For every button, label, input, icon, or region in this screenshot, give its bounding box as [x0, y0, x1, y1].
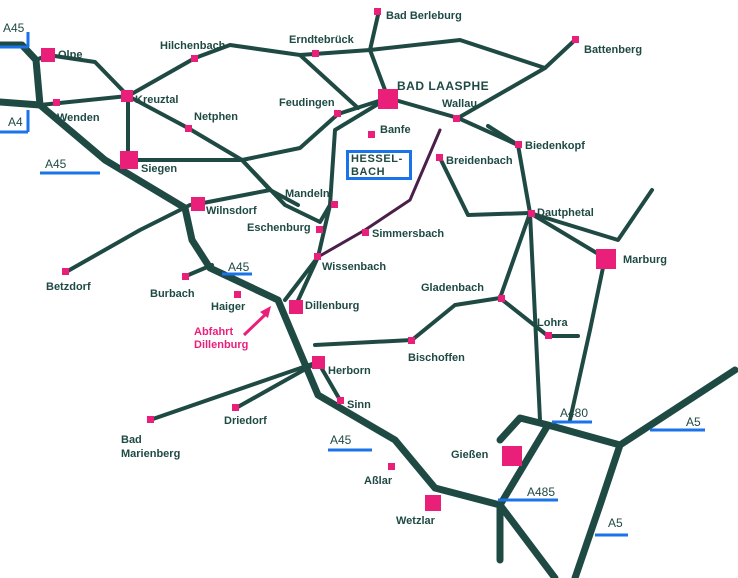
exit-note: Abfahrt Dillenburg	[194, 326, 248, 352]
town-label-breidenbach: Breidenbach	[446, 155, 513, 167]
town-label-hilchenbach: Hilchenbach	[160, 40, 226, 52]
town-label-kreuztal: Kreuztal	[135, 94, 179, 106]
town-label-bad-laasphe: BAD LAASPHE	[397, 79, 490, 93]
town-label-wilnsdorf: Wilnsdorf	[206, 205, 257, 217]
town-label-netphen: Netphen	[194, 111, 238, 123]
town-label-asslar: Aßlar	[364, 475, 393, 487]
hesselbach-line2: BACH	[351, 166, 386, 178]
motorway-label-a5-east: A5	[686, 415, 701, 429]
road-burbach	[184, 263, 214, 278]
town-label-wetzlar: Wetzlar	[396, 515, 435, 527]
town-label-bad-marienberg-line2: Marienberg	[121, 448, 181, 460]
exit-arrow	[242, 306, 271, 337]
road-olpe-kreuztal	[34, 38, 577, 98]
motorway-a480-a485	[496, 366, 738, 578]
town-markers	[41, 8, 616, 511]
town-label-marburg: Marburg	[623, 254, 667, 266]
town-label-mandeln: Mandeln	[285, 188, 330, 200]
town-label-simmersbach: Simmersbach	[372, 228, 445, 240]
road-betzdorf	[64, 203, 192, 274]
motorway-a45	[0, 41, 559, 578]
exit-note-line1: Abfahrt	[194, 326, 234, 338]
motorway-a45-west	[0, 98, 44, 109]
town-label-bad-marienberg-line1: Bad	[121, 434, 142, 446]
town-label-siegen: Siegen	[141, 163, 178, 175]
road-marburg-south	[568, 256, 607, 422]
road-wilnsdorf-mandeln	[196, 158, 300, 207]
town-label-eschenburg: Eschenburg	[247, 222, 311, 234]
motorway-label-a45-haiger: A45	[228, 260, 250, 274]
town-label-dillenburg: Dillenburg	[305, 300, 360, 312]
town-label-olpe: Olpe	[58, 49, 83, 61]
town-label-betzdorf: Betzdorf	[46, 281, 91, 293]
town-label-burbach: Burbach	[150, 288, 195, 300]
town-label-wallau: Wallau	[442, 98, 478, 110]
motorway-label-a45-south: A45	[330, 433, 352, 447]
town-label-wenden: Wenden	[57, 112, 100, 124]
motorway-label-a4: A4	[8, 115, 23, 129]
town-label-battenberg: Battenberg	[584, 44, 643, 56]
town-label-dautphetal: Dautphetal	[537, 207, 594, 219]
town-label-driedorf: Driedorf	[224, 415, 267, 427]
motorway-label-a480: A480	[560, 406, 589, 420]
town-label-bad-berleburg: Bad Berleburg	[386, 10, 462, 22]
motorway-label-a45-siegen: A45	[45, 157, 67, 171]
town-label-lohra: Lohra	[537, 317, 568, 329]
road-wallau-battenberg	[456, 66, 547, 147]
railway-hesselbach	[316, 128, 442, 259]
town-label-bischoffen: Bischoffen	[408, 352, 465, 364]
town-label-feudingen: Feudingen	[279, 97, 335, 109]
town-label-giessen: Gießen	[451, 449, 489, 461]
hesselbach-highlight: HESSEL- BACH	[346, 150, 412, 180]
town-label-herborn: Herborn	[328, 365, 371, 377]
motorway-label-a45-top: A45	[3, 21, 25, 35]
exit-note-line2: Dillenburg	[194, 339, 249, 351]
town-label-banfe: Banfe	[380, 124, 411, 136]
town-label-erndtebrueck: Erndtebrück	[289, 34, 354, 46]
town-label-biedenkopf: Biedenkopf	[525, 140, 585, 152]
town-label-sinn: Sinn	[347, 399, 371, 411]
motorway-label-a485: A485	[527, 485, 556, 499]
motorway-label-a5-south: A5	[608, 516, 623, 530]
hesselbach-line1: HESSEL-	[351, 153, 403, 165]
town-label-haiger: Haiger	[211, 301, 246, 313]
town-label-wissenbach: Wissenbach	[322, 261, 387, 273]
town-label-gladenbach: Gladenbach	[421, 282, 484, 294]
